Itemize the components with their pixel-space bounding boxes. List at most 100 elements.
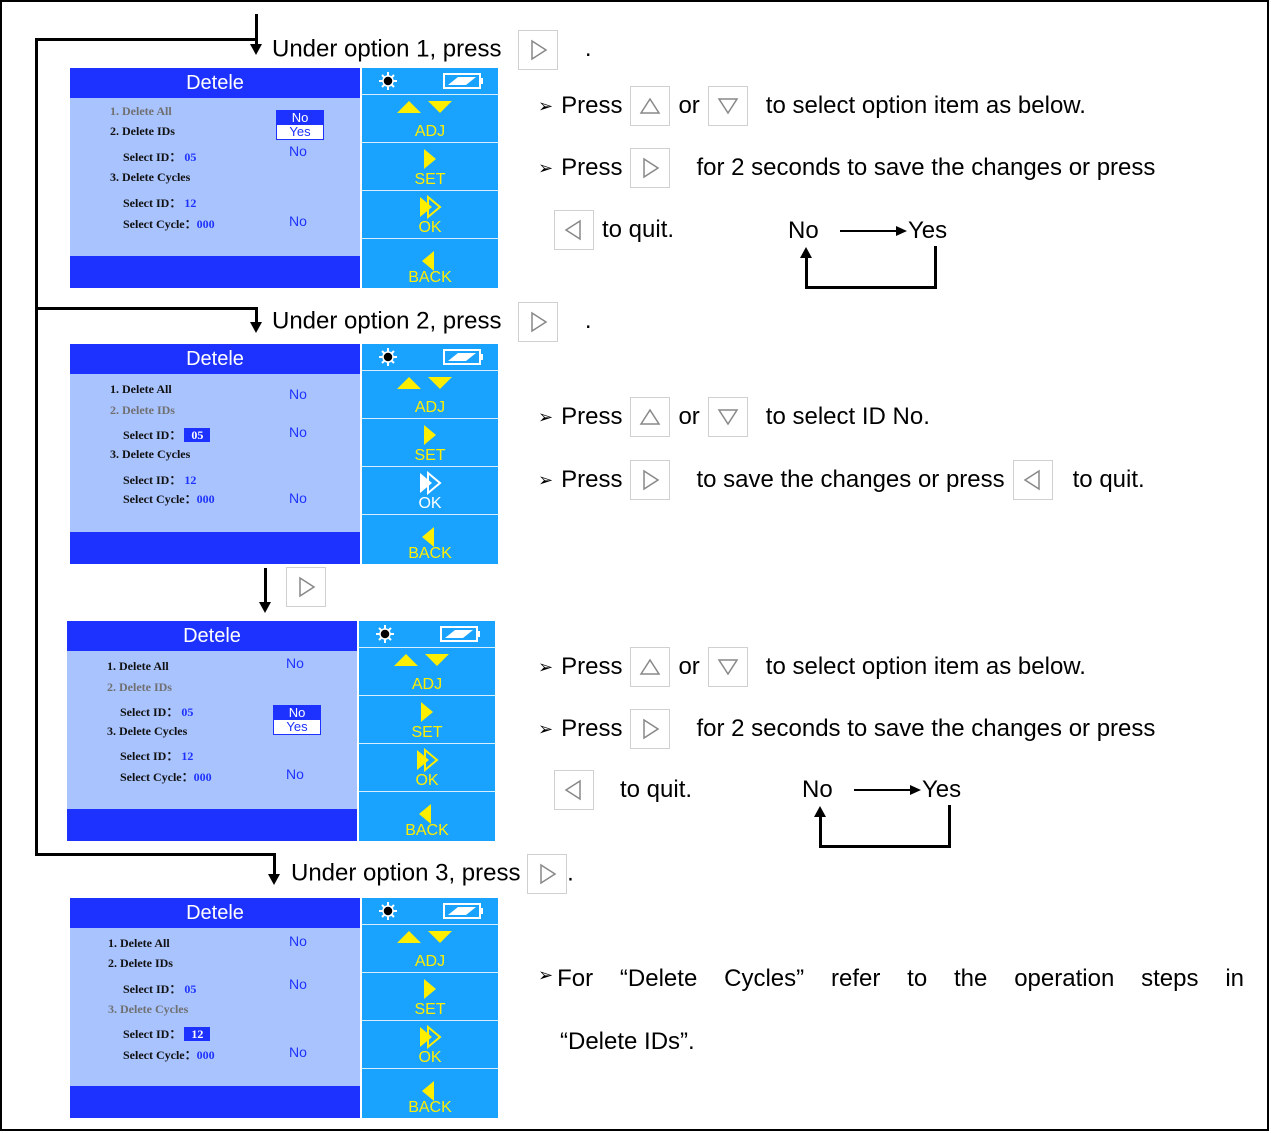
cycle-return-left: [805, 256, 808, 288]
back-button[interactable]: BACK: [362, 514, 498, 564]
item-delete-all: 1. Delete All: [110, 104, 172, 118]
up-down-arrows-icon: [394, 654, 449, 666]
button-panel: ADJ SET OK BACK: [362, 898, 498, 1118]
adj-button[interactable]: ADJ: [362, 924, 498, 972]
set-button[interactable]: SET: [362, 972, 498, 1020]
item-delete-ids: 2. Delete IDs: [110, 124, 175, 138]
value-no: No: [289, 976, 307, 992]
flow-arrow-4: [268, 874, 280, 885]
value-no: No: [289, 1044, 307, 1060]
set-button[interactable]: SET: [359, 695, 495, 743]
sun-icon: [379, 72, 483, 90]
left-key-icon: [1012, 460, 1053, 500]
item-select-cycle: Select Cycle：000: [123, 492, 215, 506]
back-button[interactable]: BACK: [362, 1068, 498, 1118]
up-key-icon: [630, 86, 671, 126]
set-button[interactable]: SET: [362, 418, 498, 466]
cycle-yes-label: Yes: [908, 217, 948, 244]
right-arrow-icon: [421, 702, 433, 722]
screen-footer: [70, 256, 360, 288]
back-button[interactable]: BACK: [359, 791, 495, 841]
item-delete-all: 1. Delete All: [110, 382, 172, 396]
value-no: No: [289, 424, 307, 440]
value-no: No: [289, 213, 307, 229]
item-delete-ids: 2. Delete IDs: [110, 403, 175, 417]
item-select-id: Select ID： 05: [123, 982, 197, 996]
ok-button[interactable]: OK: [362, 466, 498, 514]
screen-title: Detele: [70, 68, 360, 98]
item-select-cycle: Select Cycle：000: [123, 1048, 215, 1062]
back-button[interactable]: BACK: [362, 238, 498, 288]
button-panel: ADJ SET OK BACK: [362, 344, 498, 564]
item-delete-all: 1. Delete All: [107, 659, 169, 673]
item-select-id-2: Select ID： 12: [120, 749, 194, 763]
cycle-return-bottom: [805, 286, 937, 289]
adj-button[interactable]: ADJ: [362, 370, 498, 418]
left-arrow-icon: [422, 527, 434, 547]
flow-right-key: [286, 567, 326, 607]
set-button[interactable]: SET: [362, 142, 498, 190]
item-select-cycle: Select Cycle：000: [120, 770, 212, 784]
ok-button[interactable]: OK: [359, 743, 495, 791]
flow-line-4: [273, 853, 276, 875]
right-key-icon: [286, 567, 326, 607]
cycle-return-bottom: [819, 845, 951, 848]
status-bar: [362, 68, 498, 94]
cycle-no-label: No: [802, 776, 833, 803]
flow-line-h1: [35, 38, 257, 41]
cycle-arrow-head: [896, 226, 907, 236]
item-select-id-2: Select ID： 12: [123, 1025, 211, 1042]
right-arrow-icon: [424, 979, 436, 999]
value-no: No: [289, 490, 307, 506]
ok-button[interactable]: OK: [362, 1020, 498, 1068]
right-key-icon: [630, 460, 671, 500]
item-delete-ids: 2. Delete IDs: [107, 680, 172, 694]
flow-line-top: [255, 14, 258, 44]
item-delete-ids: 2. Delete IDs: [108, 956, 173, 970]
instruction-3c: to quit.: [554, 770, 692, 810]
left-arrow-icon: [422, 1081, 434, 1101]
flow-line-h3: [35, 853, 276, 856]
item-delete-cycles: 3. Delete Cycles: [107, 724, 188, 738]
screen-footer: [67, 809, 357, 841]
screen-footer: [70, 532, 360, 564]
item-select-id-2: Select ID： 12: [123, 196, 197, 210]
caption-option-3: Under option 3, press .: [291, 854, 574, 894]
device-screen-2: Detele 1. Delete All 2. Delete IDs Selec…: [70, 344, 498, 564]
value-no: No: [289, 143, 307, 159]
down-key-icon: [707, 86, 748, 126]
screen-footer: [70, 1086, 360, 1118]
cycle-return-arrow: [800, 247, 812, 258]
item-select-cycle: Select Cycle：000: [123, 217, 215, 231]
right-arrow-icon: [424, 425, 436, 445]
status-bar: [362, 344, 498, 370]
status-bar: [362, 898, 498, 924]
item-delete-cycles: 3. Delete Cycles: [110, 447, 191, 461]
sun-icon: [379, 348, 483, 366]
adj-button[interactable]: ADJ: [359, 647, 495, 695]
right-key-icon: [518, 302, 559, 342]
up-down-arrows-icon: [397, 931, 452, 943]
right-arrow-icon: [424, 149, 436, 169]
double-right-arrow-icon: [417, 747, 439, 773]
ok-button[interactable]: OK: [362, 190, 498, 238]
cycle-yes-label: Yes: [922, 776, 962, 803]
double-right-arrow-icon: [420, 194, 442, 220]
screen-title: Detele: [67, 621, 357, 651]
device-screen-3: Detele 1. Delete All 2. Delete IDs Selec…: [67, 621, 495, 841]
flow-line-2: [255, 307, 258, 324]
item-delete-cycles: 3. Delete Cycles: [108, 1002, 189, 1016]
left-key-icon: [554, 770, 594, 810]
right-key-icon: [630, 148, 671, 188]
adj-button[interactable]: ADJ: [362, 94, 498, 142]
double-right-arrow-icon: [420, 1024, 442, 1050]
menu-panel: Detele 1. Delete All 2. Delete IDs Selec…: [67, 621, 357, 841]
left-arrow-icon: [419, 804, 431, 824]
cycle-arrow-line: [854, 789, 912, 791]
instruction-3a: ➢Press or to select option item as below…: [538, 647, 1086, 687]
caption-option-2: Under option 2, press .: [272, 302, 591, 342]
instruction-4b: “Delete IDs”.: [560, 1028, 695, 1055]
